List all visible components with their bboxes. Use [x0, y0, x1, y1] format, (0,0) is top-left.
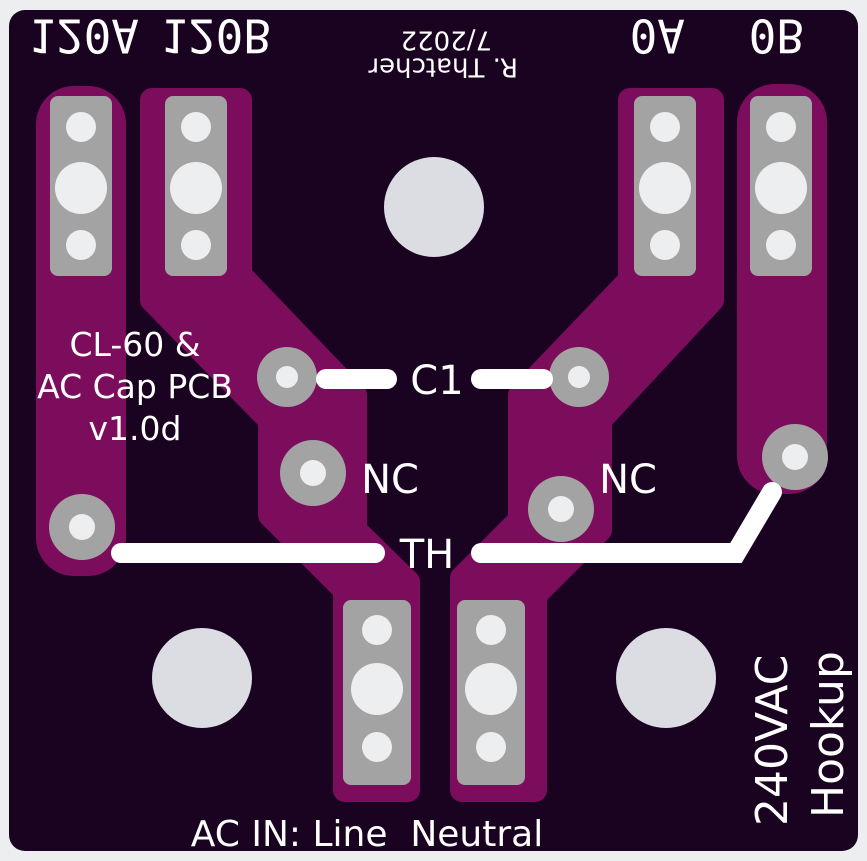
label-120a: 120A: [28, 9, 139, 63]
label-author: R. Thatcher: [368, 52, 518, 82]
label-hookup-line2: Hookup: [803, 651, 854, 818]
label-120b: 120B: [160, 9, 271, 63]
connector-0b: [750, 96, 812, 276]
connector-pads: [50, 96, 812, 785]
board-name-line2: AC Cap PCB: [37, 367, 233, 406]
silk-text: CL-60 & AC Cap PCB v1.0d C1 NC NC TH AC …: [37, 325, 854, 855]
label-th: TH: [399, 532, 455, 578]
board-name-line1: CL-60 &: [70, 325, 201, 364]
mounting-holes: [152, 157, 716, 728]
connector-neutral: [457, 600, 525, 785]
label-date: 7/2022: [401, 25, 492, 55]
mounting-hole-top: [384, 157, 484, 257]
silk-lines: [111, 369, 782, 563]
connector-0a: [634, 96, 696, 276]
label-hookup-line1: 240VAC: [747, 655, 798, 826]
label-0b: 0B: [749, 9, 804, 63]
connector-120b: [165, 96, 227, 276]
board-version: v1.0d: [89, 409, 182, 448]
label-0a: 0A: [630, 9, 685, 63]
label-c1: C1: [410, 358, 463, 404]
connector-120a: [50, 96, 112, 276]
silk-header: 120A 120B 0A 0B R. Thatcher 7/2022: [28, 9, 804, 82]
mounting-hole-bottom-right: [616, 628, 716, 728]
label-ac-in: AC IN: Line Neutral: [191, 814, 543, 855]
label-nc-left: NC: [361, 457, 419, 503]
silk-th-right: [471, 482, 782, 563]
connector-line: [343, 600, 411, 785]
round-pads: [49, 347, 828, 560]
label-nc-right: NC: [599, 457, 657, 503]
mounting-hole-bottom-left: [152, 628, 252, 728]
